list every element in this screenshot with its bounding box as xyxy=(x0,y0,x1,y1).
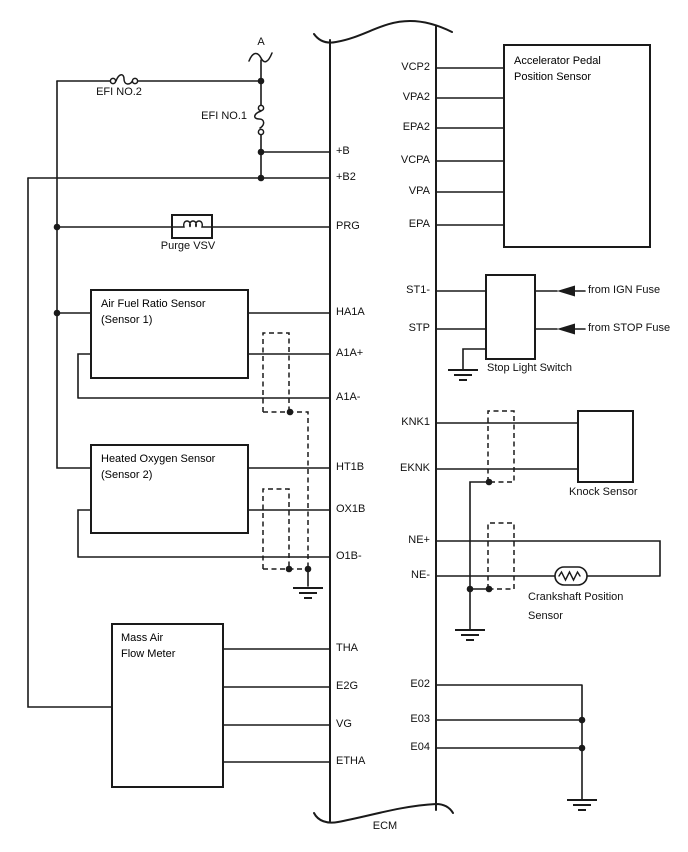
shield-a1a xyxy=(262,332,309,569)
component-label: (Sensor 2) xyxy=(101,469,153,481)
arrow-left-icon-stop xyxy=(557,323,575,335)
mass-air-flow-meter-box: Mass Air Flow Meter xyxy=(111,623,224,788)
fuse-efi2-label: EFI NO.2 xyxy=(96,86,142,98)
pin-label-eknk: EKNK xyxy=(400,462,430,474)
shield-dashed-lines xyxy=(262,332,515,590)
pin-label-vg: VG xyxy=(336,718,352,730)
pin-label-e2g: E2G xyxy=(336,680,359,692)
fuse-efi1-icon xyxy=(254,104,265,136)
connector-a-label: A xyxy=(257,36,265,48)
purge-vsv-coil-icon xyxy=(171,220,213,228)
wires xyxy=(27,59,661,800)
shield-ne xyxy=(487,522,515,590)
shield-knk xyxy=(487,410,515,483)
ground-icons xyxy=(293,369,597,811)
pin-label-tha: THA xyxy=(336,642,358,654)
arrow-left-icon-ign xyxy=(557,285,575,297)
pin-label-vpa2: VPA2 xyxy=(402,91,430,103)
ground-icon-o1b-shield xyxy=(293,587,323,599)
knock-sensor-label: Knock Sensor xyxy=(569,486,638,498)
pin-label-b: +B xyxy=(336,145,350,157)
pin-label-o1b: O1B- xyxy=(336,550,362,562)
pin-label-ne-minus: NE- xyxy=(411,569,430,581)
stop-light-switch-label: Stop Light Switch xyxy=(487,362,572,374)
crankshaft-position-sensor-label: Crankshaft Position Sensor xyxy=(528,591,624,622)
pin-label-e04: E04 xyxy=(410,741,430,753)
pin-label-b2: +B2 xyxy=(336,171,356,183)
air-fuel-ratio-sensor-box: Air Fuel Ratio Sensor (Sensor 1) xyxy=(90,289,249,379)
pin-label-ox1b: OX1B xyxy=(336,503,366,515)
fuse-efi1-label: EFI NO.1 xyxy=(201,110,247,122)
from-ign-fuse-label: from IGN Fuse xyxy=(588,284,661,296)
purge-vsv-box xyxy=(171,214,213,239)
arrow-icons xyxy=(557,285,575,335)
pin-label-etha: ETHA xyxy=(336,755,366,767)
pin-label-ne-plus: NE+ xyxy=(408,534,430,546)
component-label: Heated Oxygen Sensor xyxy=(101,453,216,465)
pin-label-epa: EPA xyxy=(408,218,430,230)
pin-label-knk1: KNK1 xyxy=(401,416,430,428)
pin-label-st1: ST1- xyxy=(406,284,430,296)
component-label: Mass Air xyxy=(121,632,164,644)
component-label: (Sensor 1) xyxy=(101,314,153,326)
component-label: Flow Meter xyxy=(121,648,176,660)
ground-icon-e0x xyxy=(567,799,597,811)
purge-vsv-label: Purge VSV xyxy=(160,240,216,252)
pin-label-epa2: EPA2 xyxy=(402,121,430,133)
ecm-bus xyxy=(313,19,454,824)
pin-label-vcp2: VCP2 xyxy=(401,61,430,73)
ground-icon-stop-light xyxy=(448,369,478,381)
stop-light-switch-box xyxy=(485,274,536,360)
component-label: Position Sensor xyxy=(514,71,592,83)
pin-label-ha1a: HA1A xyxy=(336,306,365,318)
shield-o1b xyxy=(262,488,308,570)
pin-label-ht1b: HT1B xyxy=(336,461,365,473)
heated-oxygen-sensor-box: Heated Oxygen Sensor (Sensor 2) xyxy=(90,444,249,534)
component-label: Accelerator Pedal xyxy=(514,55,601,67)
pin-label-a1a-minus: A1A- xyxy=(336,391,361,403)
pin-label-e02: E02 xyxy=(410,678,430,690)
ecm-top-wave xyxy=(313,19,453,44)
crankshaft-sensor-icon xyxy=(554,566,588,586)
pin-label-a1a-plus: A1A+ xyxy=(336,347,364,359)
fuse-efi2-icon xyxy=(109,74,139,85)
ecm-label: ECM xyxy=(372,820,398,832)
ecm-bottom-wave xyxy=(313,802,454,824)
knock-sensor-box xyxy=(577,410,634,483)
pin-label-stp: STP xyxy=(408,322,430,334)
component-label: Air Fuel Ratio Sensor xyxy=(101,298,206,310)
pin-label-prg: PRG xyxy=(336,220,360,232)
pin-label-vcpa: VCPA xyxy=(400,154,430,166)
pin-label-e03: E03 xyxy=(410,713,430,725)
ground-icon-ne-shield xyxy=(455,629,485,641)
pin-label-vpa: VPA xyxy=(408,185,430,197)
accelerator-pedal-position-sensor-box: Accelerator Pedal Position Sensor xyxy=(503,44,651,248)
connector-a-break-icon xyxy=(248,52,273,63)
from-stop-fuse-label: from STOP Fuse xyxy=(588,322,671,334)
